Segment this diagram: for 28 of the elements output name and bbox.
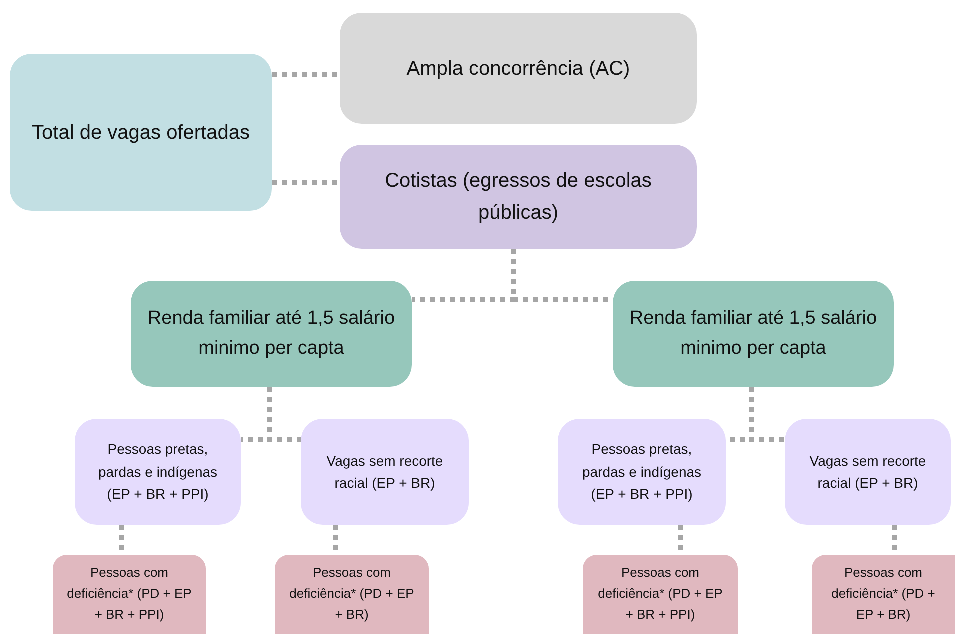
box-label: Pessoas pretas, pardas e indígenas (EP + BR + PPI) <box>581 440 703 504</box>
dotted-connector <box>272 72 340 78</box>
category-box <box>10 54 272 211</box>
category-box <box>340 13 697 124</box>
category-box <box>275 555 429 634</box>
box-label: Cotistas (egressos de escolas públicas) <box>384 169 653 226</box>
box-label: Renda familiar até 1,5 salário minimo per capta <box>628 306 878 361</box>
box-label: Vagas sem recorte racial (EP + BR) <box>326 452 444 493</box>
category-box <box>583 555 738 634</box>
dotted-connector <box>272 180 340 186</box>
box-label: Vagas sem recorte racial (EP + BR) <box>808 452 928 493</box>
category-box <box>558 419 726 525</box>
box-label: Ampla concorrência (AC) <box>406 56 630 82</box>
box-label: Pessoas com deficiência* (PD + EP + BR + PPI) <box>66 564 193 624</box>
box-label: Total de vagas ofertadas <box>32 120 250 146</box>
category-box <box>53 555 206 634</box>
box-label: Pessoas com deficiência* (PD + EP + BR + PPI) <box>597 564 724 624</box>
category-box <box>131 281 412 387</box>
box-label: Pessoas pretas, pardas e indígenas (EP + BR + PPI) <box>97 440 219 504</box>
box-label: Pessoas com deficiência* (PD + EP + BR) <box>830 564 936 624</box>
category-box <box>75 419 241 525</box>
category-box <box>812 555 955 634</box>
category-box <box>613 281 894 387</box>
category-box <box>785 419 951 525</box>
box-label: Pessoas com deficiência* (PD + EP + BR) <box>288 564 416 624</box>
category-box <box>301 419 469 525</box>
box-label: Renda familiar até 1,5 salário minimo per capta <box>146 306 396 361</box>
category-box <box>340 145 697 249</box>
